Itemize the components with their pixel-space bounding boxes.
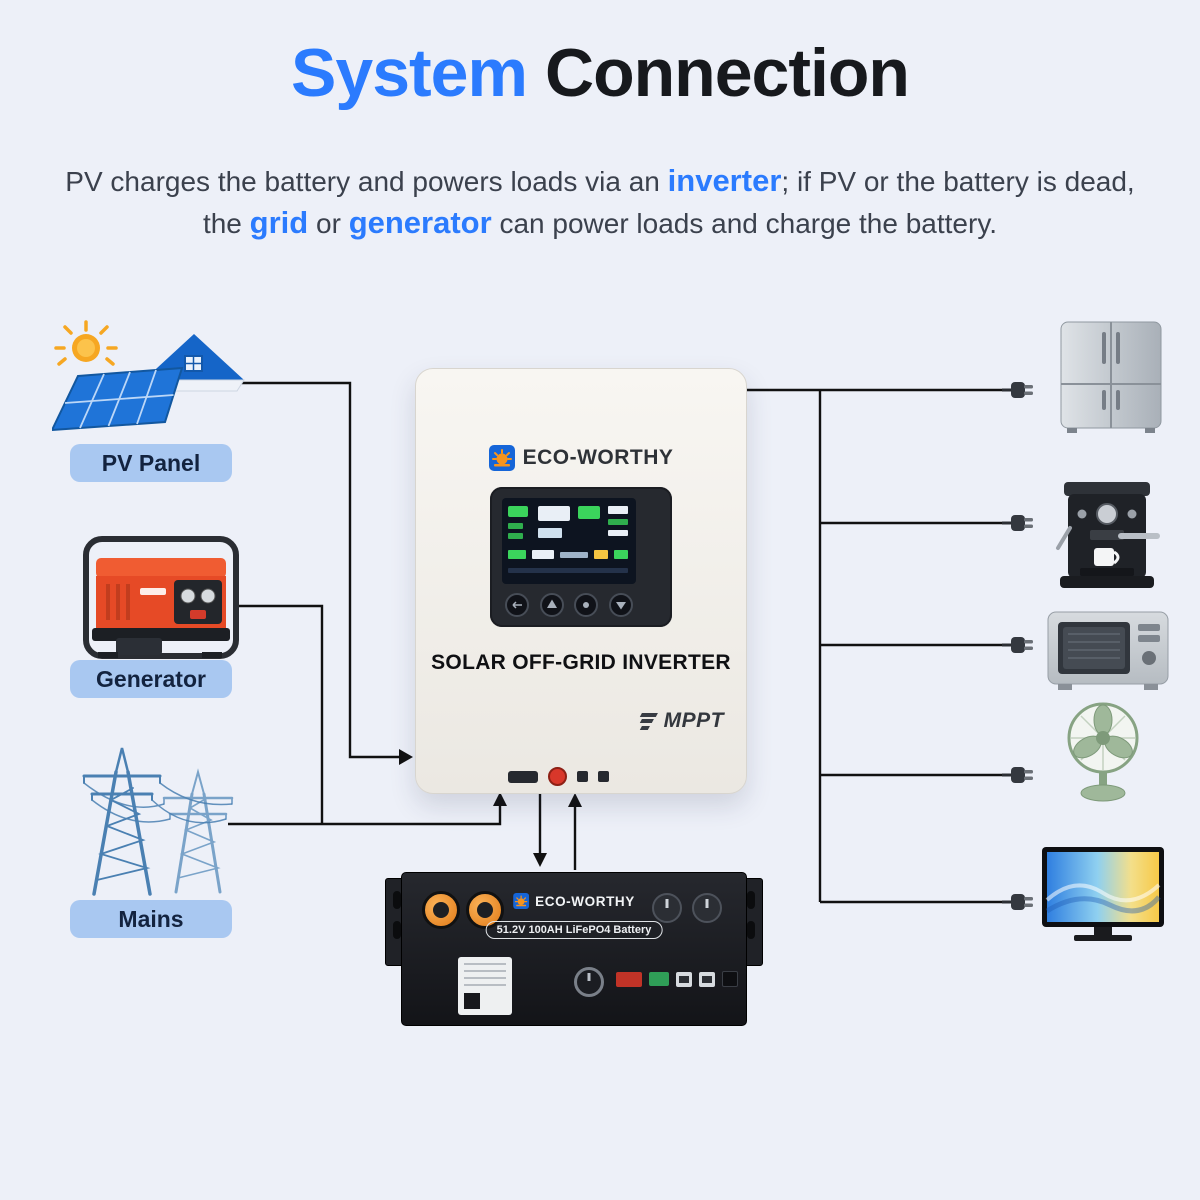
ethernet-port-icon — [699, 971, 715, 987]
power-plug-icon — [1000, 889, 1036, 915]
port-icon — [598, 771, 609, 782]
battery-ports — [616, 971, 738, 987]
television-icon — [1040, 845, 1166, 954]
transmission-towers-icon — [64, 736, 236, 905]
portable-generator-icon — [82, 534, 240, 667]
battery-brand-logo: ECO-WORTHY — [513, 893, 635, 909]
dip-switch-icon — [616, 971, 642, 987]
subtitle-text: the — [202, 207, 250, 239]
subtitle-text: PV charges the battery and powers loads … — [65, 166, 668, 197]
solar-panel-house-sun-icon — [50, 318, 247, 445]
control-buttons[interactable] — [502, 592, 636, 618]
rack-slot — [747, 891, 755, 909]
port-icon — [577, 771, 588, 782]
subtitle: PV charges the battery and powers loads … — [0, 160, 1200, 244]
connector-port-icon — [722, 971, 738, 987]
red-button-icon — [548, 767, 567, 786]
subtitle-text: or — [308, 207, 349, 239]
mains-label: Mains — [70, 900, 232, 938]
up-button-icon — [547, 599, 557, 608]
eco-worthy-logo: ECO-WORTHY — [416, 369, 746, 471]
ethernet-port-icon — [676, 971, 692, 987]
battery-terminal-negative — [466, 891, 504, 929]
spec-sticker — [458, 957, 512, 1015]
title-word-system: System — [291, 35, 528, 111]
battery-unit: ECO-WORTHY 51.2V 100AH LiFePO4 Battery — [385, 872, 763, 1026]
terminal-block-icon — [649, 972, 669, 986]
power-plug-icon — [1000, 377, 1036, 403]
breaker-knob-icon[interactable] — [652, 893, 682, 923]
esc-button-icon — [512, 601, 522, 609]
rack-slot — [393, 921, 401, 939]
title-word-connection: Connection — [544, 35, 910, 111]
power-plug-icon — [1000, 510, 1036, 536]
port-block-icon — [508, 770, 538, 783]
rack-slot — [393, 891, 401, 909]
mppt-speed-bars-icon — [639, 712, 658, 730]
power-plug-icon — [1000, 762, 1036, 788]
rack-slot — [747, 921, 755, 939]
inverter-brand-name: ECO-WORTHY — [522, 446, 674, 469]
mppt-label: MPPT — [663, 709, 724, 732]
down-button-icon — [616, 602, 626, 610]
inverter-unit: ECO-WORTHY — [415, 368, 747, 794]
battery-spec-label: 51.2V 100AH LiFePO4 Battery — [485, 921, 663, 939]
breaker-knob-icon[interactable] — [692, 893, 722, 923]
coffee-machine-icon — [1048, 478, 1166, 599]
refrigerator-icon — [1055, 320, 1167, 439]
mppt-logo: MPPT — [639, 709, 724, 733]
battery-terminal-positive — [422, 891, 460, 929]
battery-brand-name: ECO-WORTHY — [535, 893, 635, 909]
microwave-icon — [1046, 606, 1170, 699]
generator-label: Generator — [70, 660, 232, 698]
power-plug-icon — [1000, 632, 1036, 658]
subtitle-highlight-generator: generator — [348, 204, 492, 240]
inverter-display — [490, 487, 672, 627]
sun-icon — [54, 320, 118, 366]
enter-button-icon — [583, 602, 589, 608]
eco-worthy-sun-logo-icon — [513, 893, 530, 909]
subtitle-text: ; if PV or the battery is dead, — [781, 166, 1135, 197]
lcd-screen — [502, 498, 636, 584]
battery-body: ECO-WORTHY 51.2V 100AH LiFePO4 Battery — [401, 872, 747, 1026]
subtitle-text: can power loads and charge the battery. — [491, 207, 998, 239]
desk-fan-icon — [1053, 698, 1153, 813]
eco-worthy-sun-logo-icon — [488, 445, 515, 471]
subtitle-highlight-inverter: inverter — [667, 163, 782, 198]
power-button-icon[interactable] — [574, 967, 604, 997]
inverter-bottom-ports — [508, 767, 609, 786]
inverter-product-name: SOLAR OFF-GRID INVERTER — [431, 651, 731, 674]
solar-panel-grid — [50, 366, 184, 432]
pv-panel-label: PV Panel — [70, 444, 232, 482]
subtitle-highlight-grid: grid — [249, 204, 309, 240]
